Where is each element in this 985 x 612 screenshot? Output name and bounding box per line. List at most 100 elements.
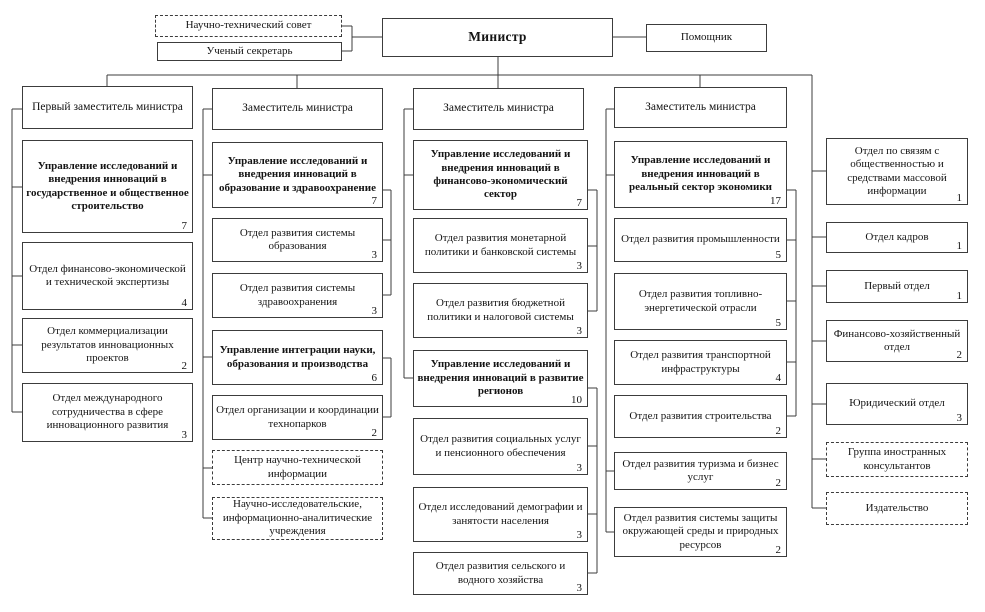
dept-count: 1: [956, 191, 963, 204]
dept-box: Отдел финансово-экономической и техничес…: [22, 242, 193, 310]
dept-label: Группа иностранных консультантов: [847, 446, 947, 472]
dept-count: 3: [576, 259, 583, 272]
dept-box: Первый отдел 1: [826, 270, 968, 303]
dept-box: Отдел кадров 1: [826, 222, 968, 253]
dept-count: 7: [576, 196, 583, 209]
dept-box: Отдел развития сельского и водного хозяй…: [413, 552, 588, 595]
dept-count: 10: [571, 393, 582, 406]
dept-label: Управление исследований и внедрения инно…: [430, 148, 571, 201]
dept-label: Отдел организации и координации технопар…: [216, 404, 379, 430]
dept-count: 2: [371, 426, 378, 439]
deputy-header-1: Первый заместитель министра: [22, 86, 193, 129]
assistant-label: Помощник: [680, 31, 733, 44]
dept-label: Отдел кадров: [865, 230, 929, 243]
dept-label: Научно-исследовательские, информационно-…: [222, 498, 373, 538]
dept-box: Управление исследований и внедрения инно…: [413, 350, 588, 407]
dept-count: 2: [775, 476, 782, 489]
dept-label: Управление исследований и внедрения инно…: [219, 154, 376, 194]
dept-label: Отдел развития топливно-энергетической о…: [638, 288, 763, 314]
dept-label: Центр научно-технической информации: [234, 454, 361, 480]
dept-box: Управление исследований и внедрения инно…: [22, 140, 193, 233]
dept-label: Отдел по связям с общественностью и сред…: [847, 144, 947, 197]
dept-label: Отдел развития туризма и бизнес услуг: [622, 457, 779, 483]
scientific-secretary-box: Ученый секретарь: [157, 42, 342, 61]
dept-label: Отдел развития системы образования: [239, 226, 356, 252]
dept-count: 4: [775, 371, 782, 384]
dept-count: 2: [775, 424, 782, 437]
dept-label: Юридический отдел: [849, 397, 945, 410]
dept-box: Научно-исследовательские, информационно-…: [212, 497, 383, 540]
dept-count: 1: [956, 289, 963, 302]
dept-box: Отдел развития бюджетной политики и нало…: [413, 283, 588, 338]
scientific-council-label: Научно-технический совет: [185, 19, 312, 32]
dept-label: Отдел развития промышленности: [621, 233, 780, 246]
dept-count: 1: [956, 239, 963, 252]
deputy-header-3: Заместитель министра: [413, 88, 584, 130]
dept-label: Отдел развития бюджетной политики и нало…: [427, 297, 574, 323]
deputy-header-2-label: Заместитель министра: [242, 102, 353, 115]
dept-box: Отдел развития промышленности 5: [614, 218, 787, 262]
dept-count: 3: [576, 461, 583, 474]
deputy-header-2: Заместитель министра: [212, 88, 383, 130]
dept-label: Отдел развития монетарной политики и бан…: [424, 232, 577, 258]
minister-box: Министр: [382, 18, 613, 57]
dept-count: 6: [371, 371, 378, 384]
dept-count: 3: [181, 428, 188, 441]
dept-count: 3: [371, 304, 378, 317]
dept-count: 2: [181, 359, 188, 372]
dept-label: Управление исследований и внедрения инно…: [628, 154, 773, 194]
scientific-secretary-label: Ученый секретарь: [206, 44, 293, 57]
dept-box: Издательство: [826, 492, 968, 525]
dept-label: Отдел развития системы здравоохранения: [239, 282, 356, 308]
dept-count: 5: [775, 316, 782, 329]
dept-count: 3: [956, 411, 963, 424]
dept-label: Первый отдел: [864, 279, 930, 292]
deputy-header-3-label: Заместитель министра: [443, 102, 554, 115]
dept-label: Отдел финансово-экономической и техничес…: [29, 262, 186, 288]
dept-box: Отдел развития системы образования 3: [212, 218, 383, 262]
dept-label: Управление исследований и внедрения инно…: [417, 358, 584, 398]
dept-count: 5: [775, 248, 782, 261]
dept-box: Отдел развития монетарной политики и бан…: [413, 218, 588, 273]
dept-box: Отдел международного сотрудничества в сф…: [22, 383, 193, 442]
deputy-header-1-label: Первый заместитель министра: [32, 100, 183, 113]
dept-label: Финансово-хозяйственный отдел: [833, 327, 961, 353]
dept-box: Отдел развития строительства 2: [614, 395, 787, 438]
dept-box: Отдел развития топливно-энергетической о…: [614, 273, 787, 330]
dept-label: Отдел развития строительства: [629, 409, 772, 422]
dept-count: 3: [576, 581, 583, 594]
scientific-council-box: Научно-технический совет: [155, 15, 342, 37]
dept-label: Отдел коммерциализации результатов иннов…: [41, 325, 174, 365]
dept-label: Отдел развития транспортной инфраструкту…: [630, 349, 771, 375]
dept-box: Группа иностранных консультантов: [826, 442, 968, 477]
deputy-header-4-label: Заместитель министра: [645, 100, 756, 113]
dept-box: Отдел развития системы здравоохранения 3: [212, 273, 383, 318]
dept-box: Отдел по связям с общественностью и сред…: [826, 138, 968, 205]
dept-count: 7: [371, 194, 378, 207]
dept-count: 7: [181, 219, 188, 232]
dept-label: Отдел развития системы защиты окружающей…: [622, 511, 779, 551]
minister-label: Министр: [468, 29, 527, 45]
dept-count: 2: [956, 348, 963, 361]
dept-box: Отдел развития транспортной инфраструкту…: [614, 340, 787, 385]
dept-count: 2: [775, 543, 782, 556]
dept-box: Управление исследований и внедрения инно…: [212, 142, 383, 208]
dept-label: Управление интеграции науки, образования…: [219, 344, 376, 370]
dept-count: 4: [181, 296, 188, 309]
dept-label: Отдел международного сотрудничества в сф…: [46, 392, 169, 432]
dept-box: Финансово-хозяйственный отдел 2: [826, 320, 968, 362]
dept-label: Управление исследований и внедрения инно…: [26, 159, 189, 212]
dept-count: 17: [770, 194, 781, 207]
dept-label: Издательство: [865, 501, 929, 514]
dept-box: Управление интеграции науки, образования…: [212, 330, 383, 385]
dept-box: Отдел развития туризма и бизнес услуг 2: [614, 452, 787, 490]
dept-label: Отдел развития социальных услуг и пенсио…: [420, 433, 581, 459]
dept-box: Управление исследований и внедрения инно…: [413, 140, 588, 210]
dept-label: Отдел развития сельского и водного хозяй…: [435, 560, 566, 586]
dept-box: Отдел развития социальных услуг и пенсио…: [413, 418, 588, 475]
dept-box: Юридический отдел 3: [826, 383, 968, 425]
assistant-box: Помощник: [646, 24, 767, 52]
dept-count: 3: [576, 528, 583, 541]
